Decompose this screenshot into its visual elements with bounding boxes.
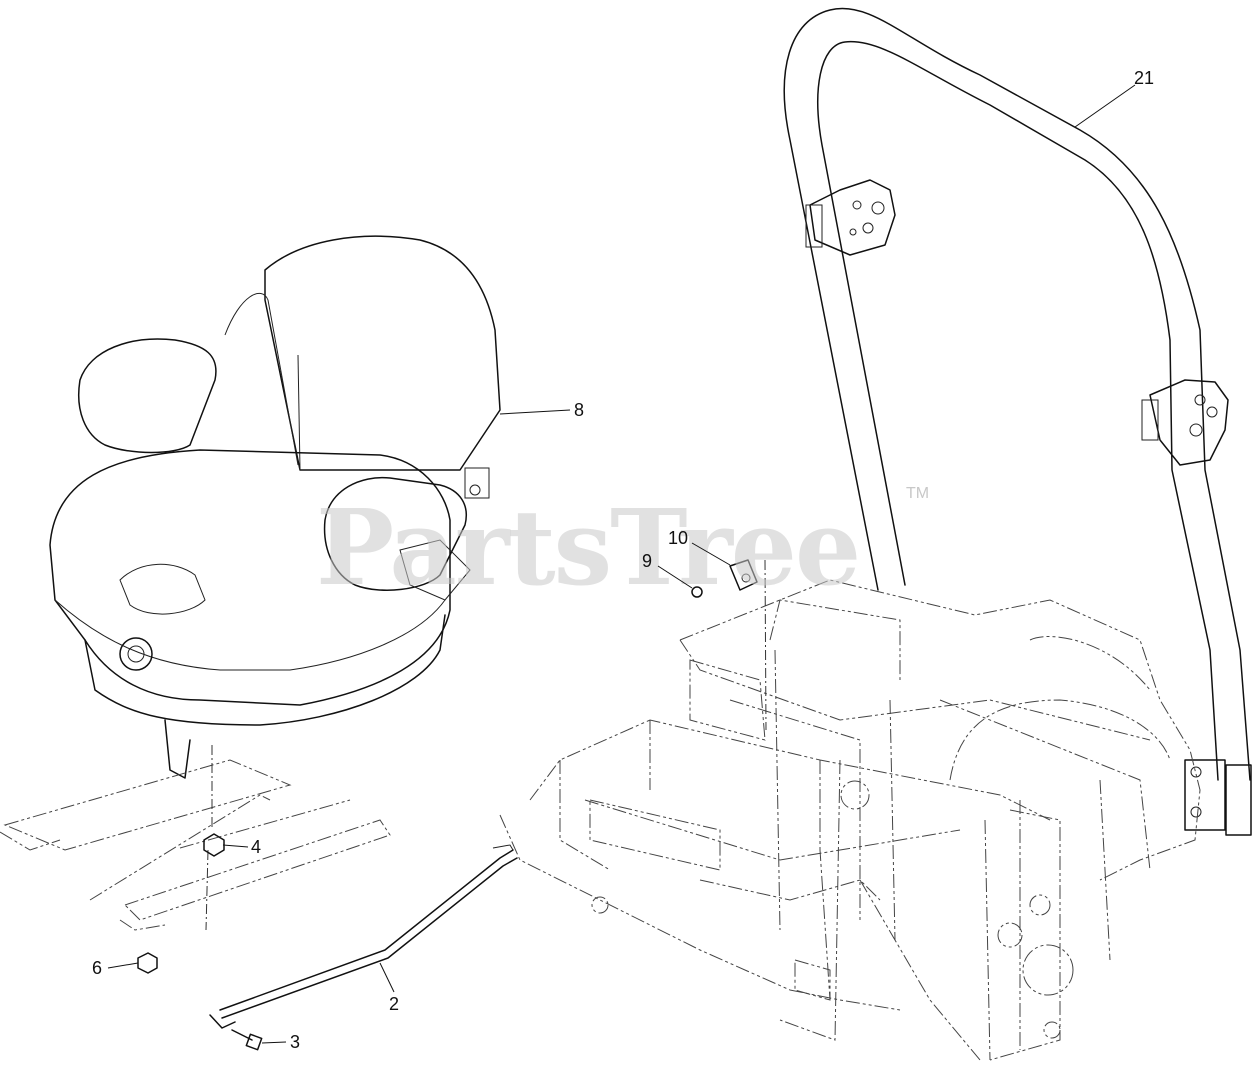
watermark-trademark: TM <box>906 485 929 502</box>
callouts: 21 8 10 9 4 6 3 2 <box>92 68 1154 1052</box>
chassis-frame <box>499 579 1201 1061</box>
callout-8: 8 <box>574 400 584 420</box>
lever-rod-part <box>209 844 518 1029</box>
callout-9: 9 <box>642 551 652 571</box>
callout-10: 10 <box>668 528 688 548</box>
callout-21: 21 <box>1134 68 1154 88</box>
callout-4: 4 <box>251 837 261 857</box>
watermark: PartsTree TM <box>316 485 929 609</box>
hardware-parts <box>137 559 767 1051</box>
seat-mount-frame <box>0 745 391 931</box>
watermark-text: PartsTree <box>316 486 859 609</box>
seat-part <box>49 235 501 779</box>
callout-3: 3 <box>290 1032 300 1052</box>
callout-6: 6 <box>92 958 102 978</box>
callout-2: 2 <box>389 994 399 1014</box>
roll-bar-part <box>783 7 1252 836</box>
